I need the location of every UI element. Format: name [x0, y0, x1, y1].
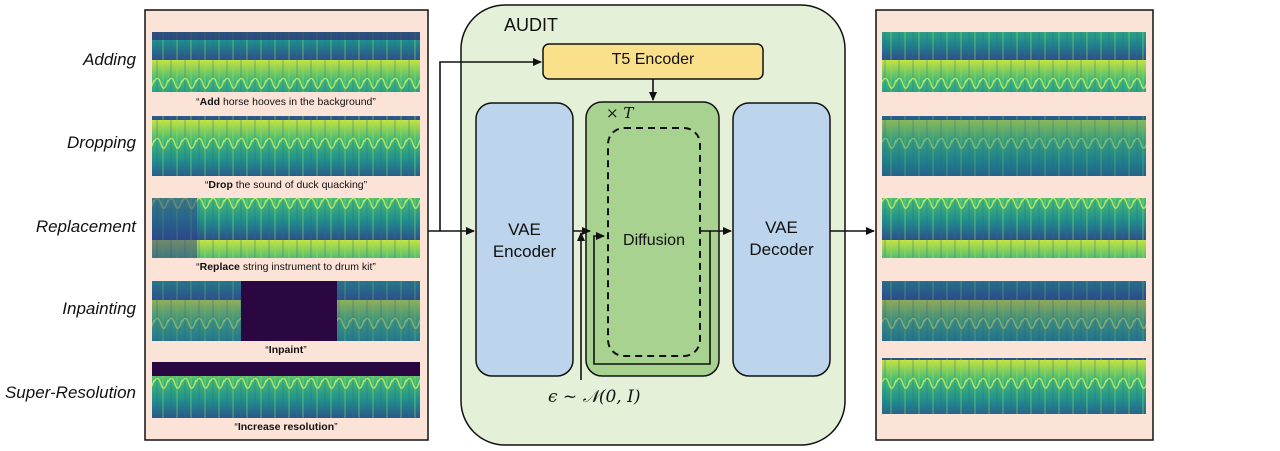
- task-label-super-resolution: Super-Resolution: [4, 383, 136, 402]
- repeat-t-label: × T: [606, 104, 634, 122]
- flow-arrows: [428, 58, 875, 380]
- task-label-inpainting: Inpainting: [62, 299, 136, 318]
- task-label-adding: Adding: [83, 50, 136, 69]
- vae-decoder-box: [732, 102, 831, 377]
- vae-decoder-label-line2: Decoder: [749, 240, 814, 259]
- caption-inpainting: “Inpaint”: [157, 344, 415, 356]
- output-spectrogram-adding: [882, 32, 1146, 92]
- vae-decoder-label-line1: VAE: [765, 218, 798, 237]
- inpaint-mask: [241, 281, 337, 341]
- caption-keyword: Inpaint: [268, 344, 304, 356]
- caption-quote-close: ”: [372, 96, 376, 108]
- noise-label: ϵ ~ 𝒩(0, I): [548, 387, 641, 407]
- caption-quote-close: ”: [372, 261, 376, 273]
- caption-keyword: Add: [199, 96, 221, 108]
- input-spectrogram-adding: [152, 32, 420, 92]
- caption-super-resolution: “Increase resolution”: [157, 421, 415, 433]
- vae-encoder-label-line2: Encoder: [492, 242, 557, 261]
- output-spectrogram-dropping: [882, 116, 1146, 176]
- caption-quote-close: ”: [363, 179, 368, 191]
- caption-quote-open: “: [196, 261, 200, 273]
- task-label-dropping: Dropping: [67, 133, 136, 152]
- arrow-input-to-t5: [439, 58, 542, 231]
- caption-keyword: Replace: [199, 261, 240, 273]
- vae-encoder-box: [475, 102, 574, 377]
- super-resolution-mask: [152, 362, 420, 376]
- diffusion-inner-box: [607, 127, 701, 357]
- caption-text: horse hooves in the background: [220, 96, 373, 108]
- vae-decoder-label: VAE Decoder: [733, 217, 830, 261]
- t5-encoder-label: T5 Encoder: [611, 51, 695, 68]
- output-spectrogram-inpainting: [882, 281, 1146, 341]
- output-spectrogram-replacement: [882, 198, 1146, 258]
- diffusion-loop: [593, 230, 711, 365]
- caption-quote-open: “: [265, 344, 269, 356]
- caption-quote-open: “: [234, 421, 238, 433]
- caption-quote-open: “: [204, 179, 209, 191]
- caption-quote-close: ”: [334, 421, 338, 433]
- caption-quote-close: ”: [303, 344, 307, 356]
- input-spectrogram-dropping: [152, 116, 420, 176]
- caption-text: the sound of duck quacking: [232, 179, 364, 191]
- caption-keyword: Increase resolution: [237, 421, 335, 433]
- caption-keyword: Drop: [208, 179, 233, 191]
- audit-title: AUDIT: [504, 15, 558, 35]
- caption-dropping: “Drop the sound of duck quacking”: [157, 179, 415, 191]
- caption-text: string instrument to drum kit: [239, 261, 373, 273]
- input-spectrograms: [152, 32, 420, 418]
- caption-quote-open: “: [196, 96, 200, 108]
- output-spectrogram-super-resolution: [882, 358, 1146, 414]
- vae-encoder-label: VAE Encoder: [476, 219, 573, 263]
- vae-encoder-label-line1: VAE: [508, 220, 541, 239]
- diffusion-label: Diffusion: [623, 232, 685, 249]
- output-spectrograms: [882, 32, 1146, 414]
- task-label-replacement: Replacement: [35, 217, 136, 236]
- caption-replacement: “Replace string instrument to drum kit”: [157, 261, 415, 273]
- caption-adding: “Add horse hooves in the background”: [157, 96, 415, 108]
